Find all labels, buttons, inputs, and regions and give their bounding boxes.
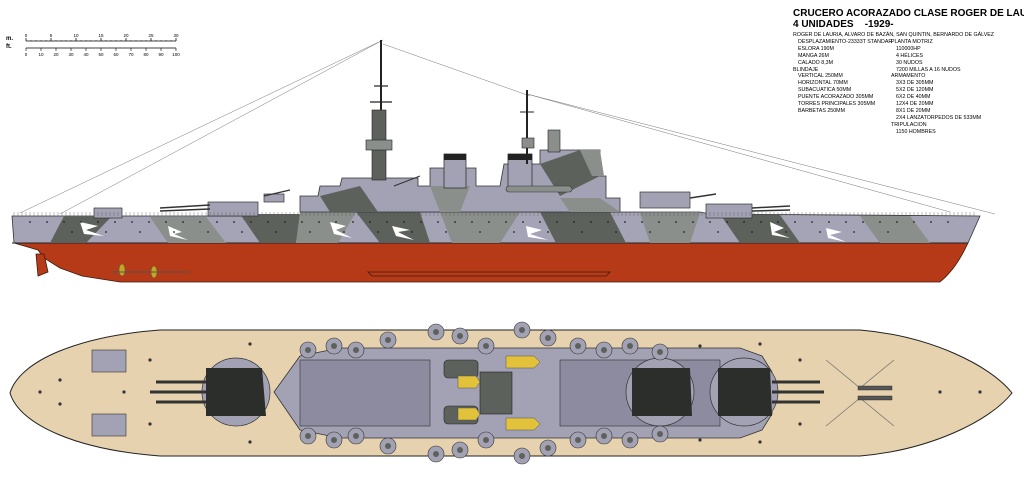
spec-right-line: 1150 HOMBRES (896, 128, 936, 135)
spec-right-line: 3X3 DE 305MM (896, 80, 934, 87)
spec-left-line: VERTICAL 250MM (798, 73, 843, 80)
specification-panel: CRUCERO ACORAZADO CLASE ROGER DE LAURIA … (793, 8, 1024, 135)
scale-bar: 0 5 10 15 20 25 30 0 10 20 30 40 50 60 70 80 90 100 (25, 33, 181, 57)
spec-right-line: 5X2 DE 120MM (896, 87, 934, 94)
scale-meter-label: 20 (123, 33, 129, 38)
camouflage (50, 212, 930, 243)
scale-unit-m: m. (6, 36, 14, 42)
ship-names: ROGER DE LAURIA, ALVARO DE BAZÁN, SAN QU… (793, 32, 995, 38)
scale-feet-label: 90 (158, 52, 164, 57)
spec-right-line: 7200 MILLAS A 16 NUDOS (896, 66, 961, 73)
spec-right-line: 110000HP (896, 45, 921, 52)
propellers (112, 263, 190, 279)
scale-feet-label: 0 (25, 52, 28, 57)
spec-right-line: 6X2 DE 40MM (896, 94, 931, 101)
side-profile (11, 39, 996, 283)
scale-feet-label: 30 (68, 52, 74, 57)
scale-feet-label: 20 (53, 52, 59, 57)
top-view (9, 321, 1013, 465)
superstructure (299, 40, 621, 213)
spec-right-line: TRIPULACION (891, 121, 927, 128)
hull-underwater (13, 242, 969, 283)
units-count-text: 4 UNIDADES (793, 19, 854, 30)
scale-unit-ft: ft. (6, 44, 12, 50)
spec-right-line: 12X4 DE 20MM (896, 101, 934, 108)
scale-meter-label: 10 (73, 33, 79, 38)
spec-left-line: BLINDAJE (793, 66, 819, 73)
scale-feet-label: 60 (113, 52, 119, 57)
spec-left-line: TORRES PRINCIPALES 305MM (798, 101, 876, 108)
scale-feet-label: 40 (83, 52, 89, 57)
spec-left-line: MANGA 26M (798, 52, 829, 59)
scale-meter-label: 15 (98, 33, 104, 38)
spec-left-line: HORIZONTAL 70MM (798, 80, 848, 87)
spec-right-line: 2X4 LANZATORPEDOS DE 533MM (896, 114, 982, 121)
spec-right-line: 30 NUDOS (896, 59, 923, 66)
turrets-side (93, 189, 791, 219)
spec-left-line: DESPLAZAMIENTO-23333T STANDAR (798, 39, 893, 45)
main-turrets (91, 349, 824, 437)
spec-left-line: BARBETAS 250MM (798, 107, 845, 114)
scale-meter-label: 0 (25, 33, 28, 38)
ship-class-title: CRUCERO ACORAZADO CLASE ROGER DE LAURIA (793, 8, 1024, 19)
spec-left-line: SUBACUATICA 50MM (798, 87, 852, 94)
spec-left-line: CALADO 8,3M (798, 59, 834, 66)
scale-feet-label: 10 (38, 52, 44, 57)
scale-feet-label: 100 (172, 52, 180, 57)
spec-right-line: PLANTA MOTRIZ (891, 39, 933, 45)
spec-right-line: 4 HÉLICES (896, 52, 924, 59)
scale-meter-label: 25 (148, 33, 154, 38)
spec-right-line: 8X1 DE 20MM (896, 107, 931, 114)
spec-left-line: ESLORA 190M (798, 45, 834, 52)
scale-feet-label: 50 (98, 52, 104, 57)
spec-right-line: ARMAMENTO (891, 73, 926, 80)
scale-meter-label: 5 (50, 33, 53, 38)
spec-left-line: PUENTE ACORAZADO 305MM (798, 94, 874, 101)
ship-units-count: 4 UNIDADES -1929- (793, 19, 1021, 30)
scale-feet-label: 70 (128, 52, 134, 57)
year-text: -1929- (864, 19, 894, 30)
scale-meter-label: 30 (173, 33, 179, 38)
scale-feet-label: 80 (143, 52, 149, 57)
